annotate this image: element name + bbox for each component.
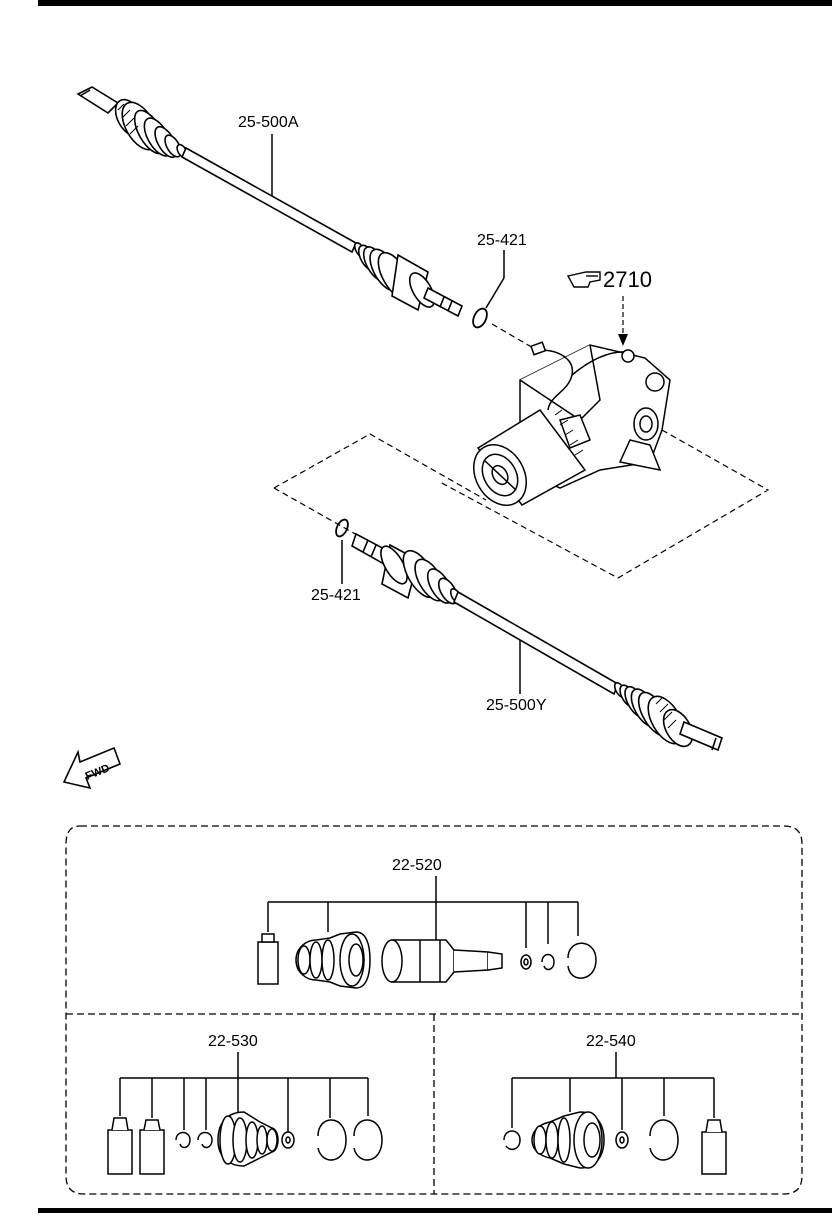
label-25-421-bottom[interactable]: 25-421	[311, 587, 361, 604]
kit-520-clip-2	[541, 953, 555, 971]
kits-outline	[65, 825, 803, 1195]
label-25-500Y[interactable]: 25-500Y	[486, 697, 547, 714]
bottom-border	[38, 1208, 832, 1213]
kit-530-band-2	[353, 1119, 383, 1161]
transaxle-assembly[interactable]	[463, 341, 671, 515]
left-shaft-abs-ring	[117, 103, 139, 135]
kit-530-band-1	[317, 1119, 347, 1161]
kit-22-530[interactable]: 22-530	[107, 1033, 383, 1175]
kit-540-band	[649, 1119, 679, 1161]
label-22-520[interactable]: 22-520	[392, 857, 442, 874]
label-22-530[interactable]: 22-530	[208, 1033, 258, 1050]
kit-530-grease-tube-2	[139, 1129, 165, 1175]
kit-520-band	[567, 942, 597, 979]
fwd-direction-arrow: FWD	[62, 746, 122, 790]
kit-540-grease-tube	[701, 1131, 727, 1175]
leader-2710-arrowhead	[618, 334, 628, 346]
label-25-421-top[interactable]: 25-421	[477, 232, 527, 249]
kit-540-clip-1	[503, 1130, 521, 1151]
label-22-540[interactable]: 22-540	[586, 1033, 636, 1050]
label-2710[interactable]: 2710	[603, 267, 652, 292]
kit-530-clip-2	[197, 1131, 213, 1149]
kit-22-520[interactable]: 22-520	[257, 857, 597, 989]
snap-ring-bottom[interactable]	[334, 518, 351, 539]
top-border	[38, 0, 832, 6]
right-shaft-abs-ring	[655, 697, 677, 729]
dashed-outline-right-side	[273, 429, 770, 579]
kit-530-grease-tube-1	[107, 1129, 133, 1175]
snap-ring-top[interactable]	[470, 306, 489, 329]
kit-530-clip-1	[175, 1131, 191, 1149]
transaxle-gear-teeth	[554, 409, 584, 456]
pointing-hand-icon	[566, 271, 601, 288]
leader-25-421-top-diag	[485, 277, 505, 309]
left-drive-shaft[interactable]	[76, 86, 464, 318]
kit-22-540[interactable]: 22-540	[503, 1033, 727, 1175]
label-25-500A[interactable]: 25-500A	[238, 114, 299, 131]
right-drive-shaft[interactable]	[351, 532, 723, 752]
kit-520-grease-tube	[257, 941, 279, 985]
